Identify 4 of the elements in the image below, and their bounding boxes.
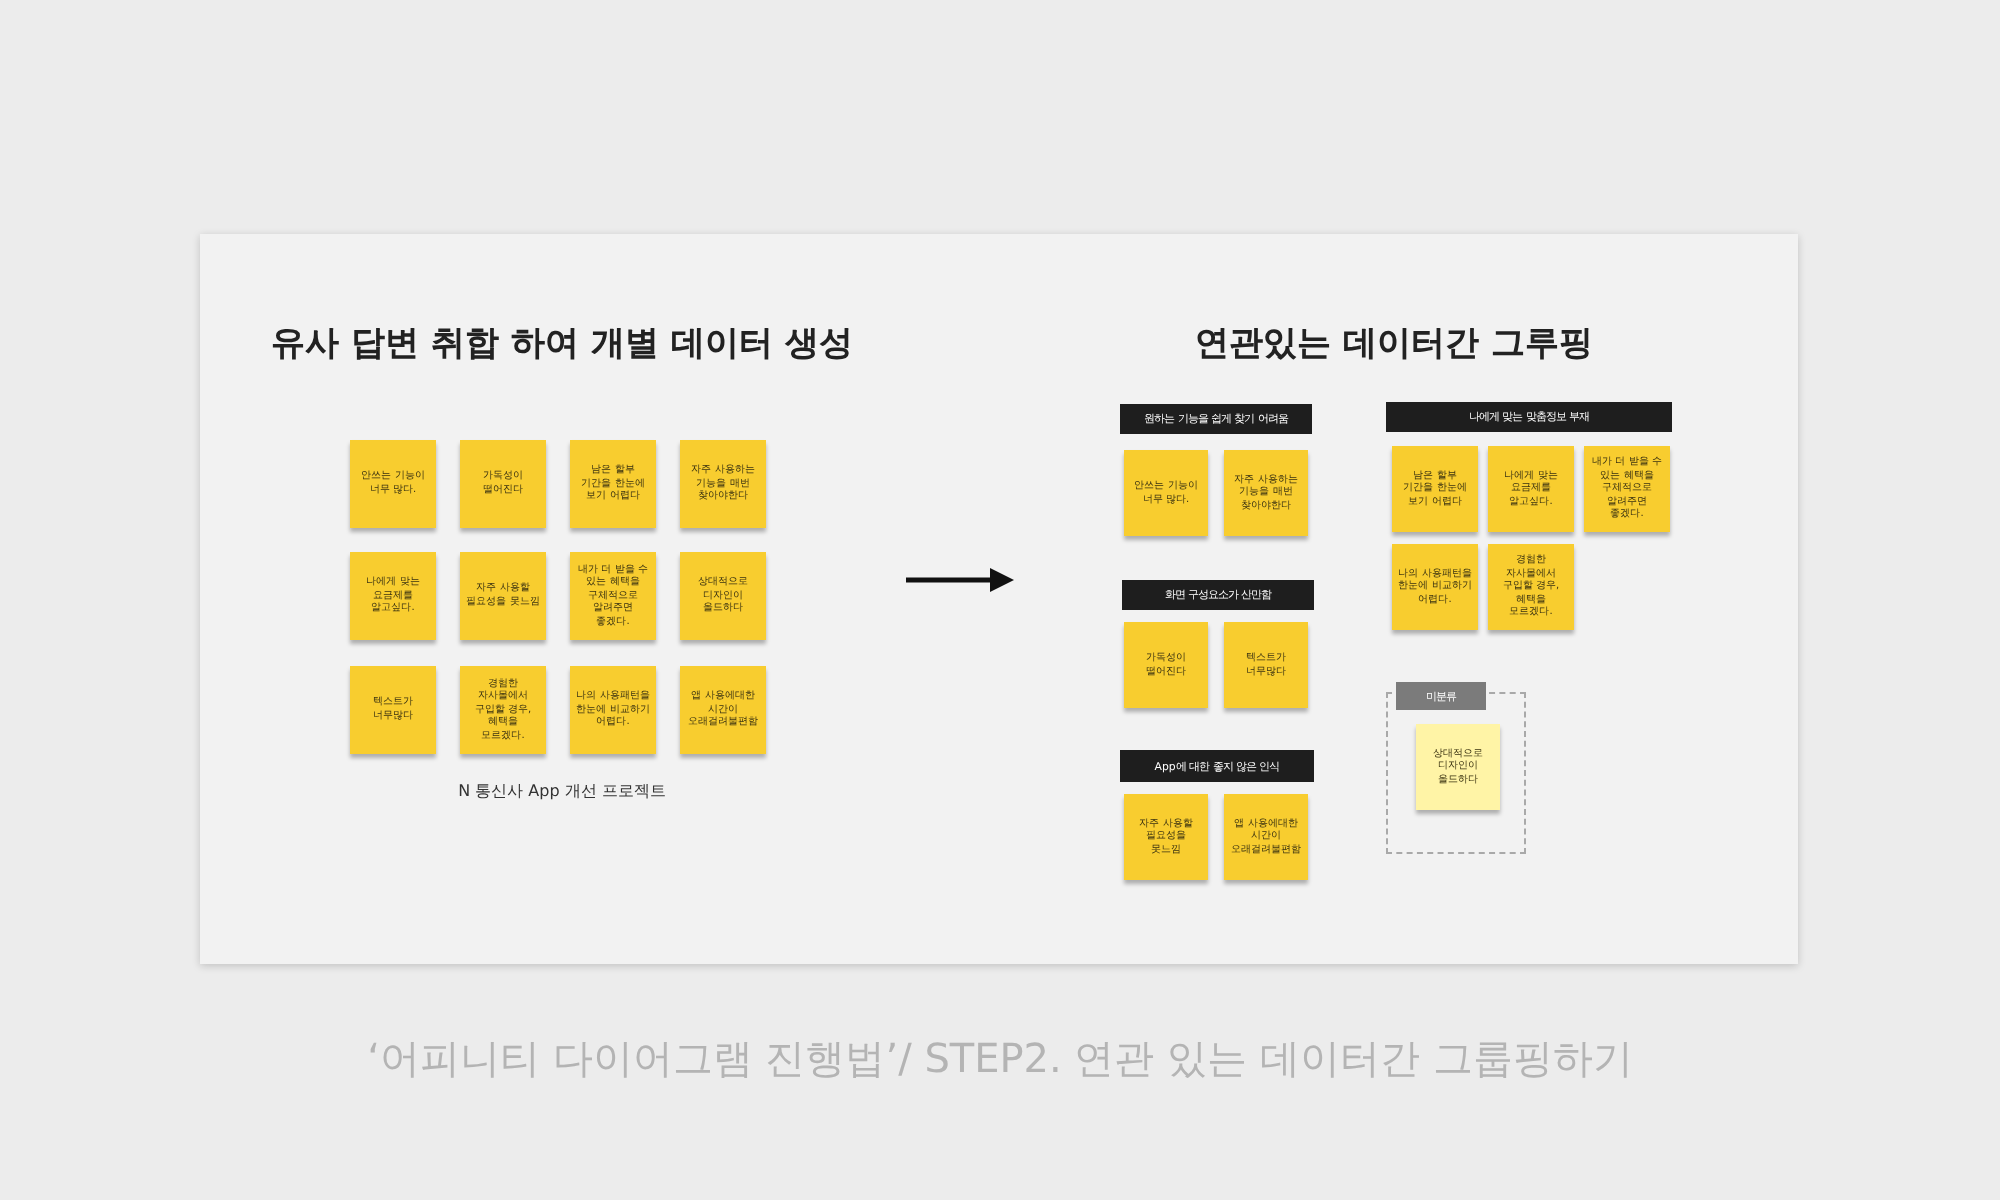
caption: ‘어피니티 다이어그램 진행법’/ STEP2. 연관 있는 데이터간 그룹핑하기	[367, 1032, 1633, 1086]
section-heading: 연관있는 데이터간 그루핑	[1195, 322, 1593, 366]
section-heading: 유사 답변 취합 하여 개별 데이터 생성	[271, 322, 853, 366]
project-caption: N 통신사 App 개선 프로젝트	[458, 780, 666, 802]
